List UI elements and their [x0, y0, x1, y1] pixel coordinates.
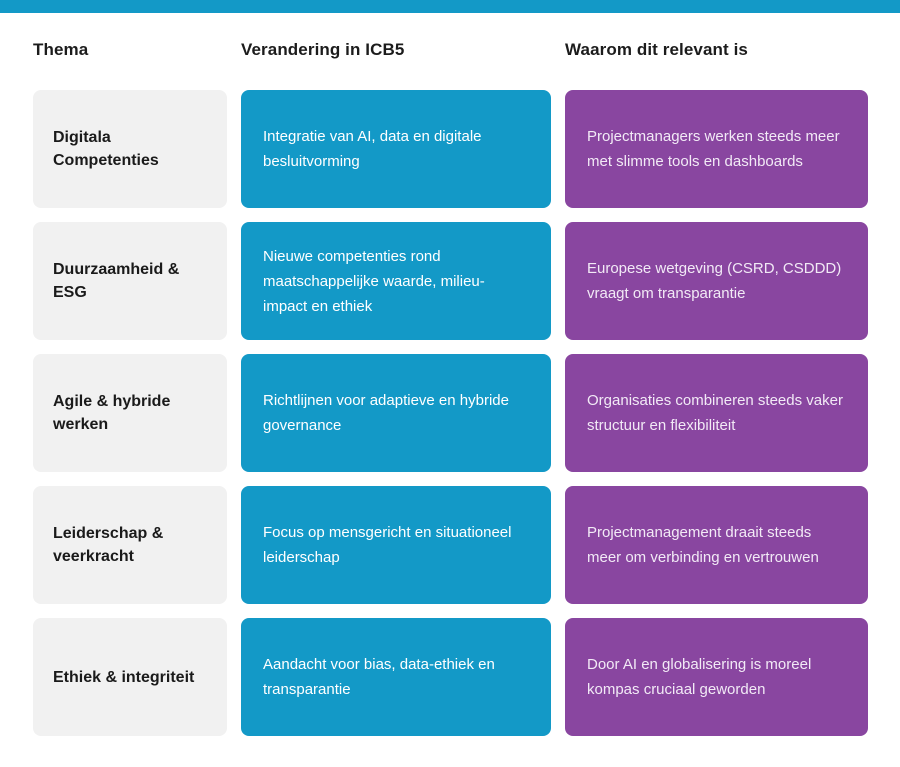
change-text: Nieuwe competenties rond maatschappelijk…	[263, 247, 485, 315]
relevance-cell-row-5: Door AI en globalisering is moreel kompa…	[565, 618, 868, 736]
column-header-verandering: Verandering in ICB5	[241, 40, 405, 59]
theme-cell-duurzaamheid-esg: Duurzaamheid & ESG	[33, 222, 227, 340]
relevance-text: Europese wetgeving (CSRD, CSDDD) vraagt …	[587, 260, 842, 302]
change-text: Richtlijnen voor adaptieve en hybride go…	[263, 392, 509, 434]
theme-cell-ethiek-integriteit: Ethiek & integriteit	[33, 618, 227, 736]
change-cell-row-1: Integratie van AI, data en digitale besl…	[241, 90, 551, 208]
change-cell-row-2: Nieuwe competenties rond maatschappelijk…	[241, 222, 551, 340]
relevance-text: Door AI en globalisering is moreel kompa…	[587, 656, 812, 698]
change-cell-row-3: Richtlijnen voor adaptieve en hybride go…	[241, 354, 551, 472]
theme-label: Digitala Competenties	[53, 129, 159, 169]
theme-label: Ethiek & integriteit	[53, 668, 195, 686]
theme-cell-digitale-competenties: Digitala Competenties	[33, 90, 227, 208]
relevance-cell-row-2: Europese wetgeving (CSRD, CSDDD) vraagt …	[565, 222, 868, 340]
change-text: Integratie van AI, data en digitale besl…	[263, 128, 482, 170]
relevance-cell-row-3: Organisaties combineren steeds vaker str…	[565, 354, 868, 472]
relevance-cell-row-4: Projectmanagement draait steeds meer om …	[565, 486, 868, 604]
table-body: Digitala Competenties Integratie van AI,…	[33, 90, 868, 736]
relevance-text: Organisaties combineren steeds vaker str…	[587, 392, 843, 434]
theme-label: Leiderschap & veerkracht	[53, 525, 164, 565]
column-header-thema: Thema	[33, 40, 89, 59]
theme-cell-leiderschap-veerkracht: Leiderschap & veerkracht	[33, 486, 227, 604]
table-content: Thema Verandering in ICB5 Waarom dit rel…	[0, 13, 900, 736]
relevance-text: Projectmanagers werken steeds meer met s…	[587, 128, 840, 170]
change-text: Aandacht voor bias, data-ethiek en trans…	[263, 656, 495, 698]
relevance-text: Projectmanagement draait steeds meer om …	[587, 524, 819, 566]
theme-cell-agile-hybride-werken: Agile & hybride werken	[33, 354, 227, 472]
top-accent-bar	[0, 0, 900, 13]
change-text: Focus op mensgericht en situationeel lei…	[263, 524, 512, 566]
change-cell-row-5: Aandacht voor bias, data-ethiek en trans…	[241, 618, 551, 736]
change-cell-row-4: Focus op mensgericht en situationeel lei…	[241, 486, 551, 604]
theme-label: Duurzaamheid & ESG	[53, 261, 180, 301]
relevance-cell-row-1: Projectmanagers werken steeds meer met s…	[565, 90, 868, 208]
column-headers: Thema Verandering in ICB5 Waarom dit rel…	[33, 40, 868, 60]
theme-label: Agile & hybride werken	[53, 393, 171, 433]
column-header-waarom: Waarom dit relevant is	[565, 40, 748, 59]
